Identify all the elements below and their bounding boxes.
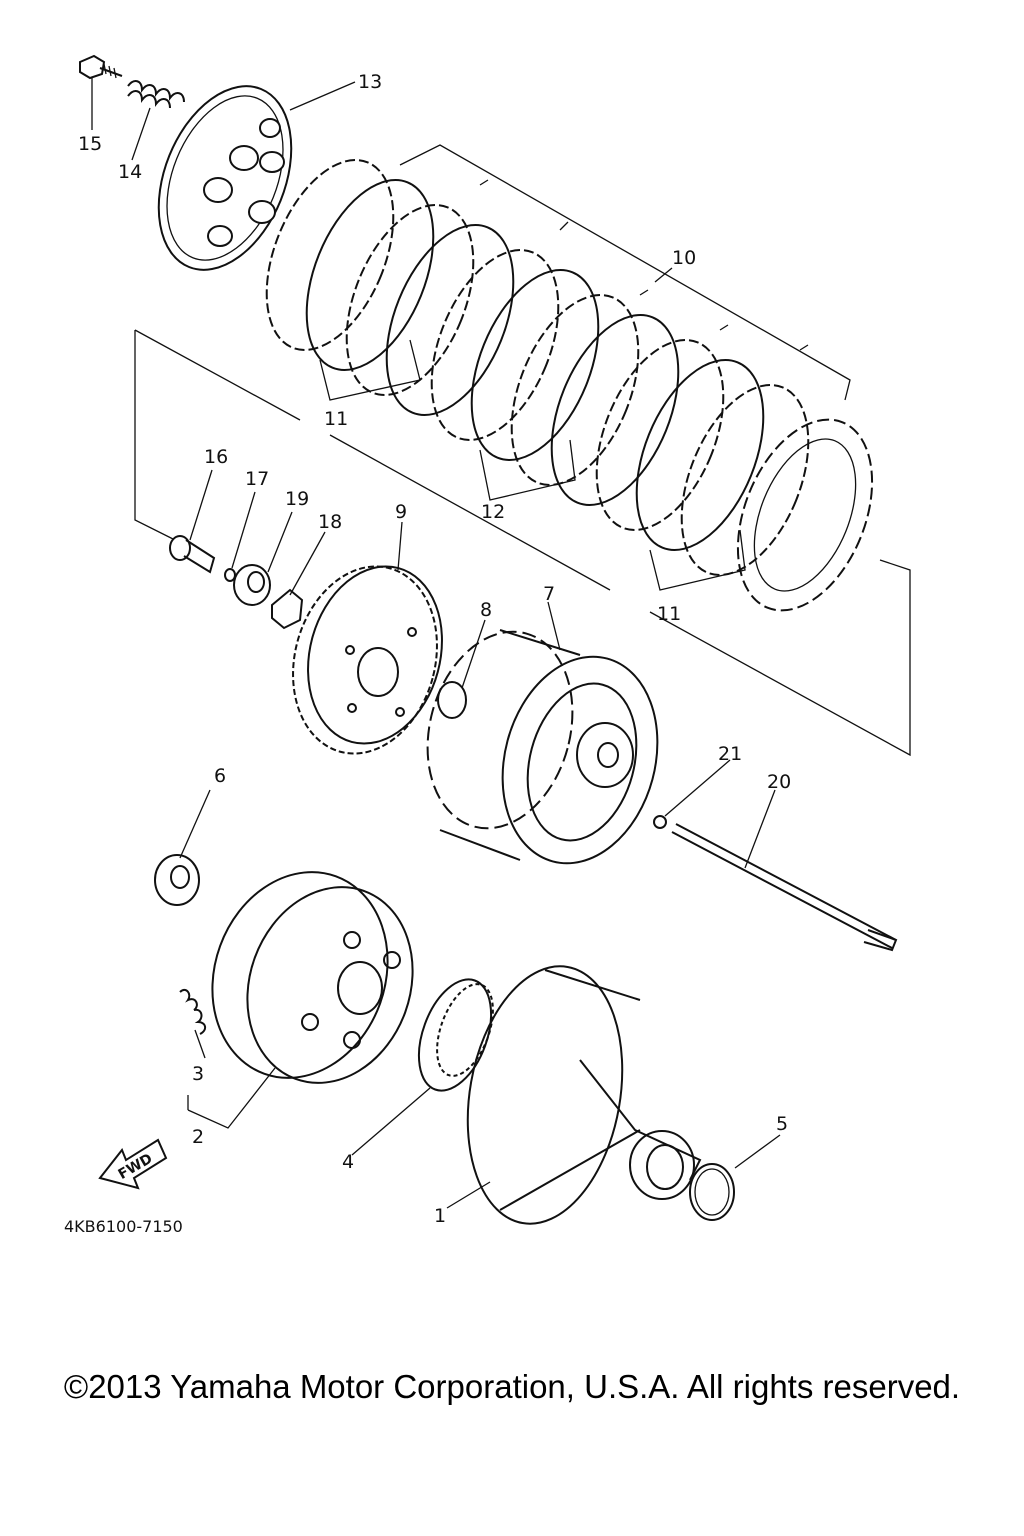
callout-6: 6 xyxy=(214,765,226,787)
callout-16: 16 xyxy=(204,446,228,468)
bolt-part-15 xyxy=(79,54,123,80)
nut-part-19 xyxy=(233,564,271,606)
drawing-number: 4KB6100-7150 xyxy=(64,1217,183,1236)
callout-17: 17 xyxy=(245,468,269,490)
bolt-part-16 xyxy=(169,535,216,574)
lock-washer-part-18 xyxy=(271,588,304,630)
callout-13: 13 xyxy=(358,71,382,93)
one-way-bearing-part-4 xyxy=(417,978,494,1092)
clutch-exploded-diagram: 1 2 3 4 5 6 7 8 9 10 11 11 12 13 14 15 1… xyxy=(64,54,911,1236)
nut-part-6 xyxy=(154,854,200,906)
callout-1: 1 xyxy=(434,1205,446,1227)
circlip-part-8 xyxy=(437,681,467,719)
leader-lines xyxy=(91,78,781,1209)
callout-11-lower: 11 xyxy=(657,603,681,625)
callout-labels: 1 2 3 4 5 6 7 8 9 10 11 11 12 13 14 15 1… xyxy=(78,71,791,1227)
callout-19: 19 xyxy=(285,488,309,510)
callout-4: 4 xyxy=(342,1151,354,1173)
washer-part-17 xyxy=(224,568,236,582)
callout-7: 7 xyxy=(543,583,555,605)
clutch-housing-part-7 xyxy=(426,629,659,865)
callout-3: 3 xyxy=(192,1063,204,1085)
drum-part-1 xyxy=(466,965,702,1225)
callout-12: 12 xyxy=(481,501,505,523)
callout-9: 9 xyxy=(395,501,407,523)
callout-8: 8 xyxy=(480,599,492,621)
callout-14: 14 xyxy=(118,161,142,183)
callout-2: 2 xyxy=(192,1126,204,1148)
clutch-plate-stack xyxy=(265,159,874,612)
callout-5: 5 xyxy=(776,1113,788,1135)
fwd-arrow-icon: FWD xyxy=(98,1138,168,1190)
spring-part-14 xyxy=(127,80,185,109)
ball-part-21 xyxy=(653,815,667,829)
callout-18: 18 xyxy=(318,511,342,533)
clutch-boss-part-9 xyxy=(292,565,443,755)
callout-11-upper: 11 xyxy=(324,408,348,430)
copyright-notice: ©2013 Yamaha Motor Corporation, U.S.A. A… xyxy=(63,1368,961,1405)
o-ring-part-5 xyxy=(689,1163,735,1221)
push-rod-part-20 xyxy=(671,823,898,952)
callout-20: 20 xyxy=(767,771,791,793)
spring-part-3 xyxy=(179,988,206,1035)
centrifugal-clutch-part-2 xyxy=(211,871,414,1084)
callout-21: 21 xyxy=(718,743,742,765)
callout-15: 15 xyxy=(78,133,102,155)
callout-10: 10 xyxy=(672,247,696,269)
pressure-plate-part-13 xyxy=(157,85,293,271)
